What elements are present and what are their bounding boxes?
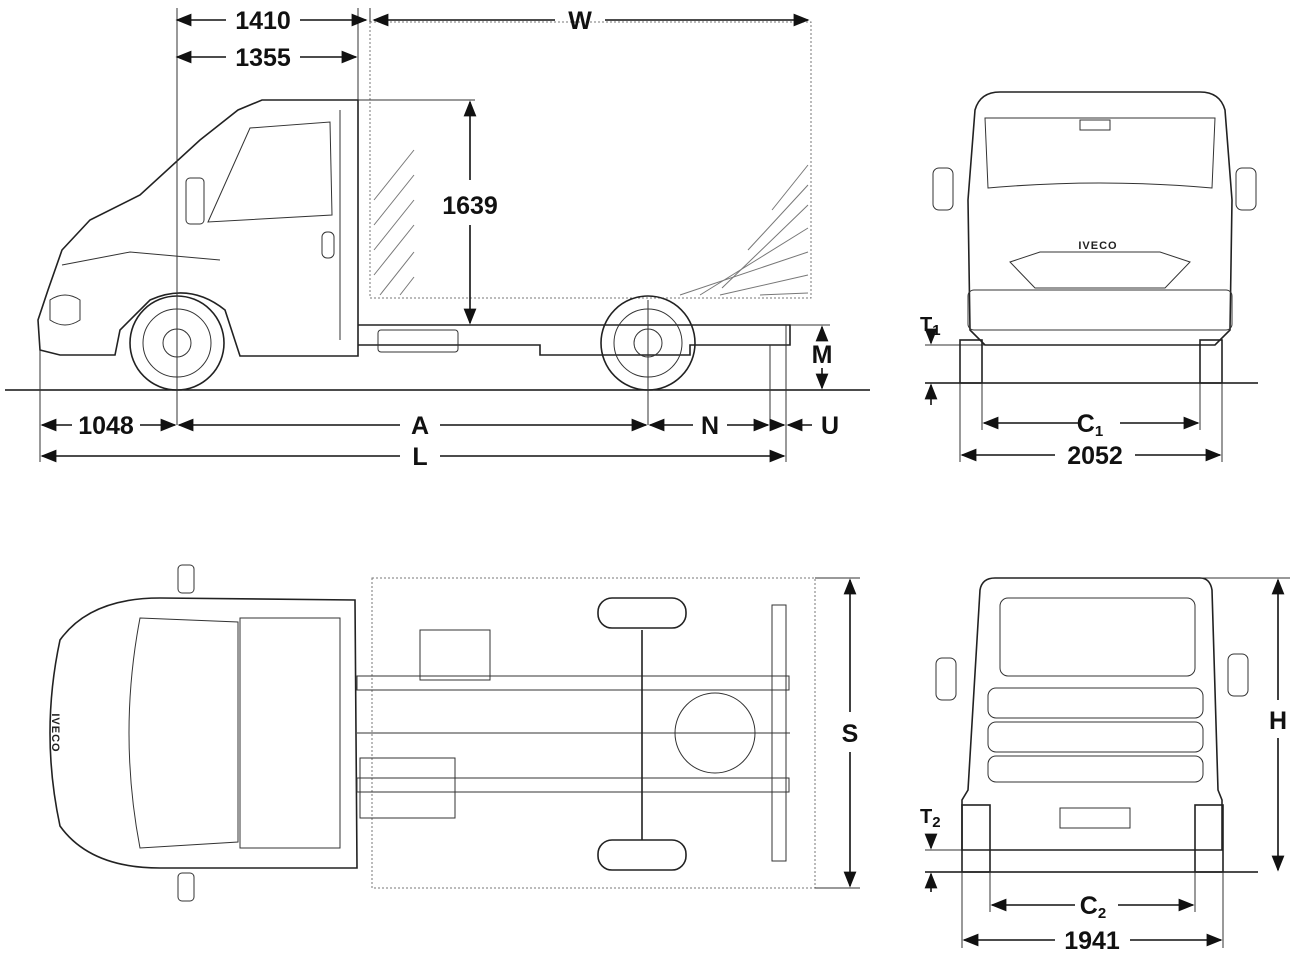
rear-plate: [1059, 807, 1131, 829]
dim-cab-inner: 1355: [235, 44, 291, 72]
body-hatch-left: [373, 149, 415, 296]
rear-right-tire: [1194, 804, 1224, 873]
top-rear-crossmember: [771, 604, 787, 862]
cab-outline: [37, 99, 359, 357]
top-windscreen: [128, 617, 239, 849]
rear-panel-1: [987, 687, 1204, 719]
top-rear-left-wheel: [597, 597, 687, 629]
dim-wheelbase: A: [411, 412, 429, 440]
windscreen: [984, 117, 1216, 189]
dim-t1: T1: [920, 314, 941, 339]
front-view: IVECO T1 C1 2052: [920, 91, 1258, 470]
dim-rear-u: U: [821, 412, 839, 440]
cab-window: [207, 121, 333, 223]
top-engine-block: [419, 629, 491, 681]
top-view: IVECO S: [49, 564, 860, 902]
front-cab-outline: [967, 91, 1233, 346]
top-right-mirror: [177, 872, 195, 902]
top-roof: [239, 617, 341, 849]
rear-window: [999, 597, 1196, 677]
top-tank: [359, 757, 456, 819]
dim-front-overhang: 1048: [78, 412, 134, 440]
dim-body-height: 1639: [442, 192, 498, 220]
front-logo: IVECO: [1078, 240, 1117, 252]
body-hatch-right: [679, 164, 809, 296]
dim-t2: T2: [920, 806, 941, 831]
front-right-tire: [1199, 339, 1223, 384]
rear-panel-2: [987, 721, 1204, 753]
side-mirror: [185, 177, 205, 225]
dim-h: H: [1269, 707, 1287, 735]
dim-rear-overhang: N: [701, 412, 719, 440]
side-view: 1410 W 1355 1639 M 1048 A N U: [5, 7, 870, 471]
rear-cab-outline: [961, 577, 1223, 851]
front-left-tire: [959, 339, 983, 384]
rear-left-mirror: [935, 657, 957, 701]
rear-view: H T2 C2 1941: [920, 577, 1290, 954]
dim-c2: C2: [1080, 892, 1106, 922]
top-frame-rail-left: [356, 675, 790, 691]
grille: [1009, 251, 1191, 289]
top-frame-rail-right: [356, 777, 790, 793]
top-left-mirror: [177, 564, 195, 594]
dim-c1: C1: [1077, 410, 1103, 440]
dim-front-width: 2052: [1067, 442, 1123, 470]
dim-s: S: [842, 720, 859, 748]
door-handle: [321, 231, 335, 259]
top-logo: IVECO: [49, 713, 61, 752]
top-body-outline: [371, 577, 816, 889]
dim-rear-width: 1941: [1064, 927, 1120, 954]
front-right-mirror: [1235, 167, 1257, 211]
fuel-tank: [377, 329, 459, 353]
rear-view-mirror: [1079, 119, 1111, 131]
dim-cab-top: 1410: [235, 7, 291, 35]
front-bumper: [967, 289, 1233, 331]
chassis-rail: [358, 324, 791, 356]
cargo-body-outline: [369, 21, 812, 299]
top-spare-wheel: [674, 692, 756, 774]
rear-panel-3: [987, 755, 1204, 783]
dim-frame-height: M: [812, 341, 833, 369]
front-left-mirror: [932, 167, 954, 211]
top-rear-right-wheel: [597, 839, 687, 871]
rear-right-mirror: [1227, 653, 1249, 697]
dim-body-width: W: [568, 7, 592, 35]
headlamp: [49, 294, 81, 326]
rear-left-tire: [961, 804, 991, 873]
top-cab-outline: [49, 597, 358, 869]
hood-crease: [61, 251, 221, 266]
dim-overall-length: L: [412, 443, 427, 471]
